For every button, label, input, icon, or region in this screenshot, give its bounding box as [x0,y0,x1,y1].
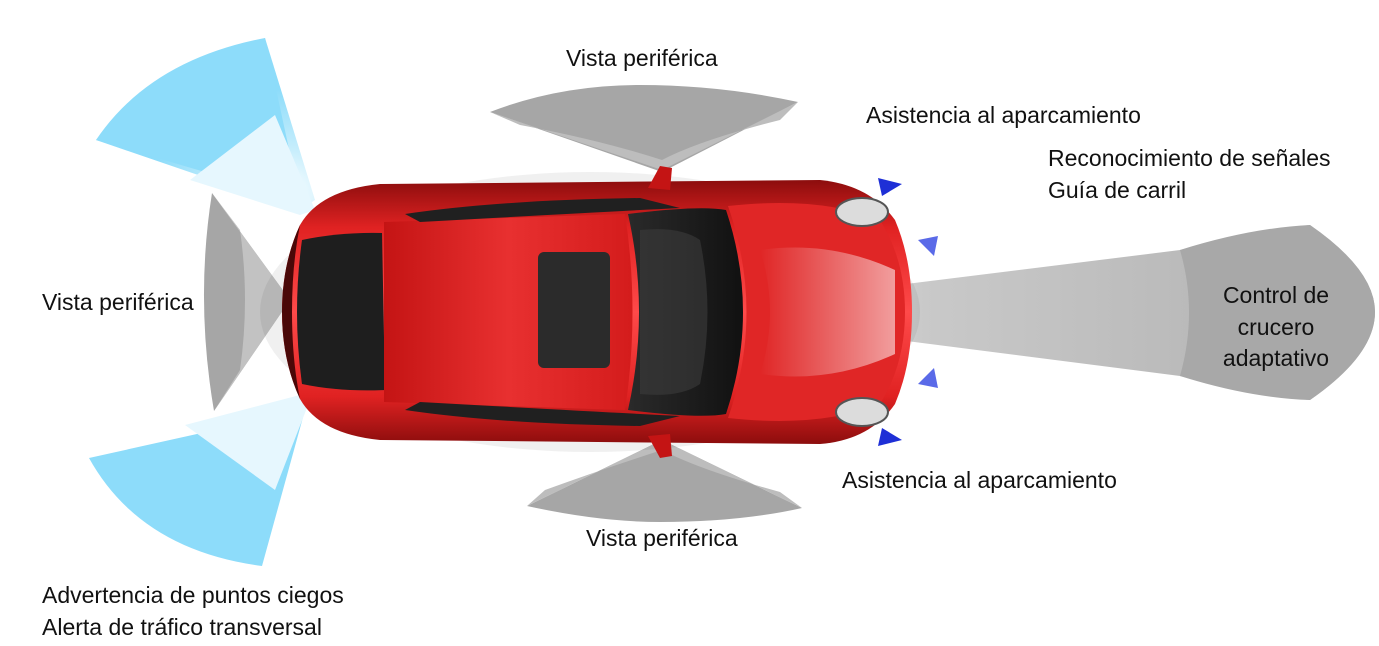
sign-recognition-label: Reconocimiento de señales [1048,145,1331,171]
parking-sensor-icon [918,368,938,388]
bottom-peripheral-zone [527,440,802,522]
mirror-bottom [648,434,672,458]
acc-label-line3: adaptativo [1222,345,1330,371]
parking-assist-top-label: Asistencia al aparcamiento [866,102,1141,128]
cross-traffic-label: Alerta de tráfico transversal [42,614,322,640]
top-peripheral-label: Vista periférica [566,45,718,71]
parking-sensor-icon [918,236,938,256]
blind-spot-zone-bottom-fade [185,395,310,490]
sunroof [538,252,610,368]
acc-label-line1: Control de [1222,282,1330,308]
top-peripheral-shadow [490,102,798,170]
mirror-top [648,166,672,190]
headlight-bottom [835,397,889,427]
rear-peripheral-label: Vista periférica [42,289,194,315]
rear-window [297,232,385,391]
car-icon [260,166,920,458]
top-peripheral-zone [490,85,798,172]
parking-sensor-icon [878,178,902,196]
parking-assist-bottom-label: Asistencia al aparcamiento [842,467,1117,493]
blind-spot-label: Advertencia de puntos ciegos [42,582,344,608]
headlight-top [835,197,889,227]
lane-guide-label: Guía de carril [1048,177,1187,203]
acc-label-line2: crucero [1237,314,1315,340]
parking-sensor-icon [878,428,902,446]
acc-far-zone [1180,225,1375,400]
bottom-peripheral-label: Vista periférica [586,525,738,551]
blind-spot-zone-top-fade [190,115,315,215]
rear-peripheral-shadow [212,193,290,411]
